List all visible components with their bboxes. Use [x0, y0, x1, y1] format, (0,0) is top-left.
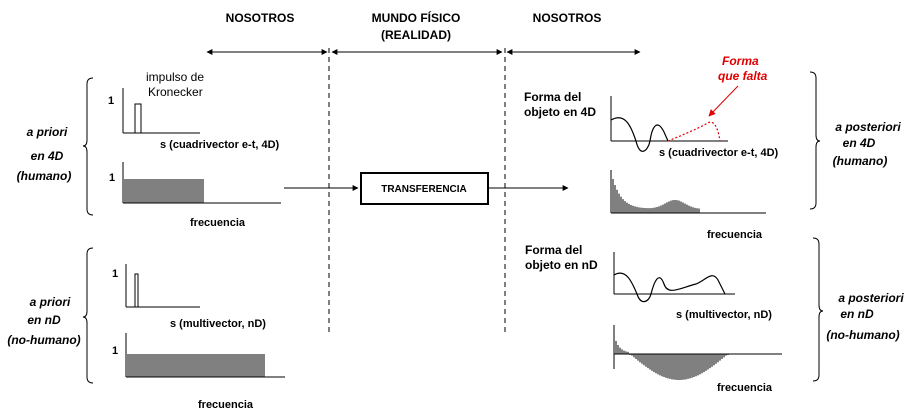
missing-shape-wave [667, 121, 721, 142]
full-object-wave [613, 272, 726, 303]
right-bottom-brace [812, 237, 824, 382]
missing-shape-pointer [708, 85, 739, 117]
shape-nd-sublabel: objeto en nD [525, 258, 598, 272]
left-bottom-impulse-plot [125, 264, 200, 308]
shape-nd-label: Forma del [525, 243, 582, 257]
right-top-shape-plot [610, 96, 728, 152]
a-posteriori-humano-label: (humano) [833, 154, 888, 168]
a-posteriori-nohumano-label: (no-humano) [826, 328, 899, 342]
right-top-spectrum-plot [610, 170, 766, 214]
a-posteriori-nd-label: a posteriori [838, 291, 904, 305]
missing-shape-sublabel: que falta [718, 69, 768, 83]
object-spectrum-lines [612, 179, 700, 213]
transfer-box-label: TRANSFERENCIA [381, 184, 467, 195]
left-bottom-spectrum-plot [125, 333, 285, 378]
right-bottom-shape-plot [613, 252, 735, 303]
transfer-box [360, 172, 489, 205]
left-top-brace [82, 77, 94, 216]
missing-shape-label: Forma [722, 54, 759, 68]
kronecker-label: Kronecker [148, 85, 203, 99]
right-top-plot2-xlabel: frecuencia [707, 229, 763, 241]
right-bottom-plot1-xlabel: s (multivector, nD) [676, 309, 772, 321]
a-priori-nd-label: a priori [30, 295, 71, 309]
header-right-label: NOSOTROS [533, 11, 602, 25]
flat-spectrum-lines [127, 354, 265, 377]
left-top-plot1-ytick: 1 [108, 95, 114, 107]
a-priori-4d-label: a priori [27, 125, 68, 139]
left-top-plot1-xlabel: s (cuadrivector e-t, 4D) [160, 139, 280, 151]
left-top-plot2-xlabel: frecuencia [190, 217, 246, 229]
a-priori-4d-sublabel: en 4D [31, 149, 64, 163]
left-bottom-plot1-ytick: 1 [112, 268, 118, 280]
kronecker-impulse [134, 103, 142, 134]
left-bottom-brace [82, 247, 94, 384]
left-top-plot2-ytick: 1 [109, 172, 115, 184]
right-bottom-spectrum-plot [613, 325, 782, 380]
left-bottom-plot2-xlabel: frecuencia [198, 399, 254, 411]
object-spectrum-lines [615, 341, 729, 380]
a-posteriori-nd-sublabel: en nD [840, 307, 874, 321]
header-center-sublabel: (REALIDAD) [381, 28, 451, 42]
right-bottom-plot2-xlabel: frecuencia [717, 382, 773, 394]
shape-4d-label: Forma del [524, 90, 581, 104]
right-top-plot1-xlabel: s (cuadrivector e-t, 4D) [659, 147, 779, 159]
a-posteriori-4d-label: a posteriori [835, 120, 901, 134]
left-top-impulse-plot [122, 88, 200, 134]
a-priori-nohumano-label: (no-humano) [7, 333, 80, 347]
right-top-brace [809, 71, 821, 210]
flat-spectrum-lines [124, 179, 204, 203]
left-bottom-plot1-xlabel: s (multivector, nD) [170, 318, 266, 330]
a-priori-nd-sublabel: en nD [27, 313, 61, 327]
a-posteriori-4d-sublabel: en 4D [843, 136, 876, 150]
header-center-label: MUNDO FÍSICO [372, 10, 461, 25]
a-priori-humano-label: (humano) [17, 169, 72, 183]
left-bottom-plot2-ytick: 1 [112, 345, 118, 357]
impulse-label: impulso de [146, 70, 204, 84]
left-top-spectrum-plot [122, 162, 281, 204]
nd-impulse [134, 273, 139, 308]
header-left-label: NOSOTROS [226, 11, 295, 25]
partial-object-wave [610, 117, 669, 152]
shape-4d-sublabel: objeto en 4D [524, 105, 596, 119]
